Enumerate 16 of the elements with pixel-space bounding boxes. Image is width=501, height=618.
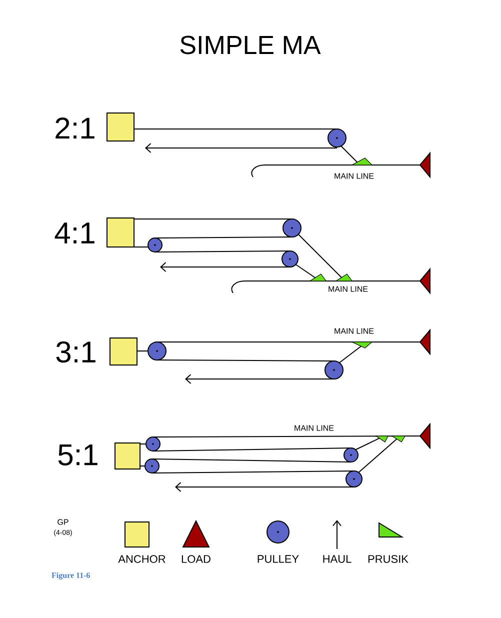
ratio-label: 4:1 xyxy=(54,222,94,244)
ratio-label: 3:1 xyxy=(56,341,96,363)
main-line-label: MAIN LINE xyxy=(294,425,334,431)
title: SIMPLE MA xyxy=(180,36,321,54)
legend-label: LOAD xyxy=(182,555,210,563)
main-line-label: MAIN LINE xyxy=(328,286,368,292)
main-line-label: MAIN LINE xyxy=(334,328,374,334)
author-initials: GP xyxy=(58,519,68,525)
legend-label: PRUSIK xyxy=(368,555,408,563)
figure-caption: Figure 11-6 xyxy=(52,572,90,580)
legend-label: ANCHOR xyxy=(118,555,166,563)
legend-label: HAUL xyxy=(323,555,352,563)
legend-label: PULLEY xyxy=(258,555,299,563)
main-line-label: MAIN LINE xyxy=(334,173,374,179)
ratio-label: 5:1 xyxy=(58,444,98,466)
ratio-label: 2:1 xyxy=(56,118,94,138)
